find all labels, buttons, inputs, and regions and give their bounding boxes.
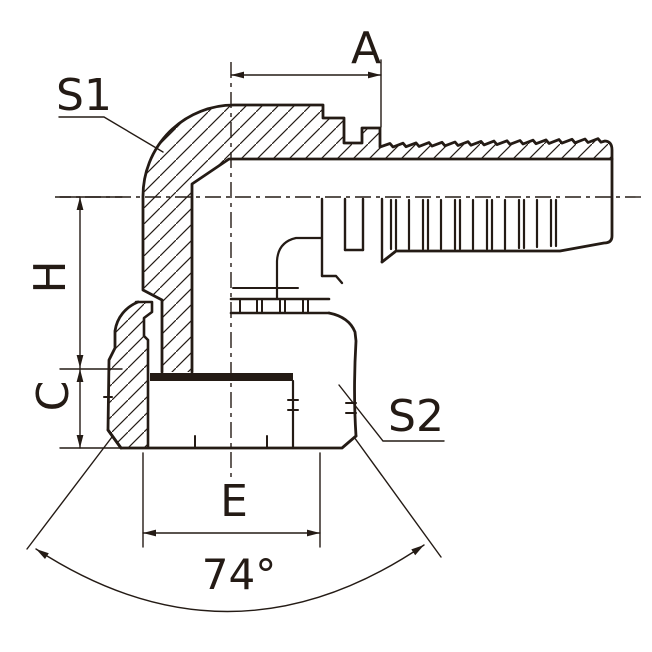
nut-section-hatch — [108, 302, 152, 447]
swivel-nut — [103, 297, 358, 450]
dim-label-c: C — [28, 380, 79, 412]
dim-label-e: E — [220, 476, 248, 527]
hex-edge-ticks — [103, 396, 357, 414]
centerlines — [55, 62, 646, 478]
hose-stem — [232, 157, 614, 301]
s1-leader — [58, 116, 164, 153]
dim-a — [230, 59, 382, 128]
elbow-section-outline — [141, 103, 614, 374]
dim-label-a: A — [350, 23, 382, 74]
seat-angle — [26, 436, 442, 613]
dim-label-h: H — [25, 260, 76, 294]
stem-end-cap — [380, 157, 614, 264]
nut-thread-band — [150, 373, 293, 381]
s2-leader — [338, 384, 445, 442]
elbow-body-section — [141, 103, 614, 374]
nut-grip-band — [229, 297, 331, 315]
dim-h — [59, 196, 123, 370]
dim-e — [142, 452, 321, 548]
nut-skirt-outline — [106, 300, 140, 450]
angle-label: 74° — [201, 550, 277, 599]
dimensions — [26, 59, 445, 613]
elbow-section-hatch — [143, 105, 612, 372]
nut-hex-dome — [327, 311, 358, 438]
stem-barb-rings — [389, 198, 558, 251]
nut-bottom-edge — [106, 428, 358, 450]
body-fillet — [275, 236, 324, 301]
nut-seat-opening — [194, 435, 268, 449]
body-collar — [320, 197, 397, 285]
callout-label-s1: S1 — [56, 70, 112, 121]
nut-skirt-inner — [134, 300, 154, 449]
dim-c — [59, 368, 136, 449]
callout-label-s2: S2 — [388, 391, 444, 442]
